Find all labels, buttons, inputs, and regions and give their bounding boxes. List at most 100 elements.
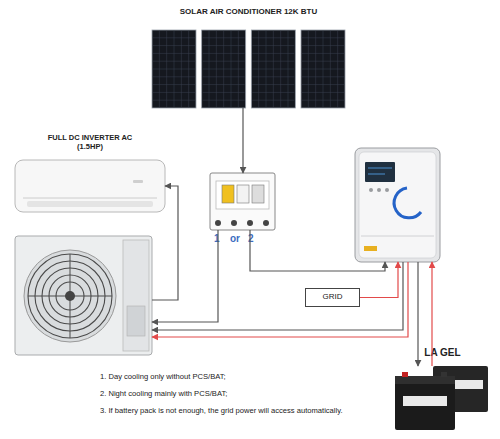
panel-grid-line <box>252 69 294 70</box>
panel-grid-line <box>203 92 245 93</box>
illustration <box>15 160 165 212</box>
panel-grid-line <box>302 76 344 77</box>
screen-line <box>368 168 392 169</box>
battery-label <box>403 396 447 406</box>
panel-grid-line <box>302 45 344 46</box>
indoor-unit-display <box>133 180 143 183</box>
hybrid-inverter <box>355 148 440 262</box>
cable-gland <box>263 220 269 226</box>
fan-grill-ring <box>28 254 112 338</box>
breaker-module <box>222 185 234 203</box>
wire <box>431 262 432 366</box>
panel-grid-line <box>203 61 245 62</box>
wire <box>417 262 418 366</box>
panel-grid-line <box>153 37 195 38</box>
panel-grid-line <box>203 37 245 38</box>
panel-grid-line <box>302 92 344 93</box>
panel-grid-line <box>153 61 195 62</box>
grid-label: GRID <box>305 292 360 302</box>
panel-grid-line <box>153 92 195 93</box>
connector <box>418 262 419 366</box>
wire <box>152 262 408 337</box>
fan-housing <box>24 250 116 342</box>
panel-grid-line <box>153 100 195 101</box>
inverter-face <box>359 152 436 258</box>
connector <box>360 262 398 298</box>
wire <box>152 262 403 330</box>
inverter-badge <box>364 246 377 251</box>
grid-box: GRID <box>305 288 360 307</box>
connector <box>152 262 408 337</box>
connector <box>250 230 385 271</box>
panel-grid-line <box>153 76 195 77</box>
illustration <box>210 173 275 230</box>
fan-hub <box>65 291 75 301</box>
inverter-button <box>369 188 373 192</box>
panel-grid-line <box>203 76 245 77</box>
panel-grid-line <box>302 100 344 101</box>
solar-panel <box>202 30 246 108</box>
cable-gland <box>231 220 237 226</box>
illustration <box>15 236 152 355</box>
solar-panel <box>152 30 196 108</box>
unit-label: FULL DC INVERTER AC (1.5HP) <box>40 133 140 151</box>
solar-panel <box>301 30 345 108</box>
inverter-body <box>355 148 440 262</box>
wire <box>250 230 385 271</box>
output-separator: or <box>230 233 240 245</box>
panel-grid-line <box>203 84 245 85</box>
panel-grid-line <box>302 84 344 85</box>
solar-panel-array: SOLAR AIR CONDITIONER 12K BTU <box>152 30 345 108</box>
grid-box-outline <box>306 289 360 307</box>
battery-terminal <box>402 372 408 377</box>
connector <box>152 230 218 322</box>
cable-gland <box>247 220 253 226</box>
panel-grid-line <box>252 100 294 101</box>
battery-terminal <box>441 372 447 377</box>
panel-grid-line <box>302 53 344 54</box>
panel-grid-line <box>153 45 195 46</box>
panel-grid-line <box>252 92 294 93</box>
cable-gland <box>215 220 221 226</box>
output-number: 2 <box>248 233 254 245</box>
panel-grid-line <box>302 61 344 62</box>
illustration <box>152 30 345 108</box>
battery-label <box>455 380 483 389</box>
panel-grid-line <box>153 69 195 70</box>
outdoor-valve-cover <box>127 306 145 336</box>
battery-pack: LA GEL <box>395 366 490 430</box>
indoor-unit-vent <box>27 201 153 207</box>
note-text: 2. Night cooling mainly with PCS/BAT; <box>100 389 227 398</box>
panel-grid-line <box>153 53 195 54</box>
connector <box>152 186 178 300</box>
inverter-screen <box>365 162 395 182</box>
panel-grid-line <box>203 69 245 70</box>
connector <box>243 108 244 173</box>
outdoor-ac-unit <box>15 236 152 355</box>
wire <box>242 108 243 173</box>
note-text: 3. If battery pack is not enough, the gr… <box>100 406 343 415</box>
illustration <box>355 148 440 262</box>
outdoor-unit-body <box>15 236 152 355</box>
output-number: 1 <box>214 233 220 245</box>
combiner-box-body <box>210 173 275 230</box>
panel-grid-line <box>302 37 344 38</box>
status-light-arc <box>394 188 421 218</box>
screen-line <box>368 174 385 175</box>
outdoor-side-panel <box>123 240 149 351</box>
breaker-module <box>252 185 264 203</box>
battery-lid <box>395 376 455 384</box>
panel-grid-line <box>252 53 294 54</box>
panel-grid-line <box>252 84 294 85</box>
wire <box>152 186 178 300</box>
battery-type-label: LA GEL <box>395 347 490 359</box>
combiner-box: 1or2 <box>210 173 275 230</box>
panel-grid-line <box>252 61 294 62</box>
inverter-seam <box>361 236 434 237</box>
breaker-module <box>237 185 249 203</box>
wire <box>360 262 398 298</box>
diagram-title: SOLAR AIR CONDITIONER 12K BTU <box>142 7 355 17</box>
illustration <box>395 366 490 430</box>
panel-grid-line <box>153 84 195 85</box>
